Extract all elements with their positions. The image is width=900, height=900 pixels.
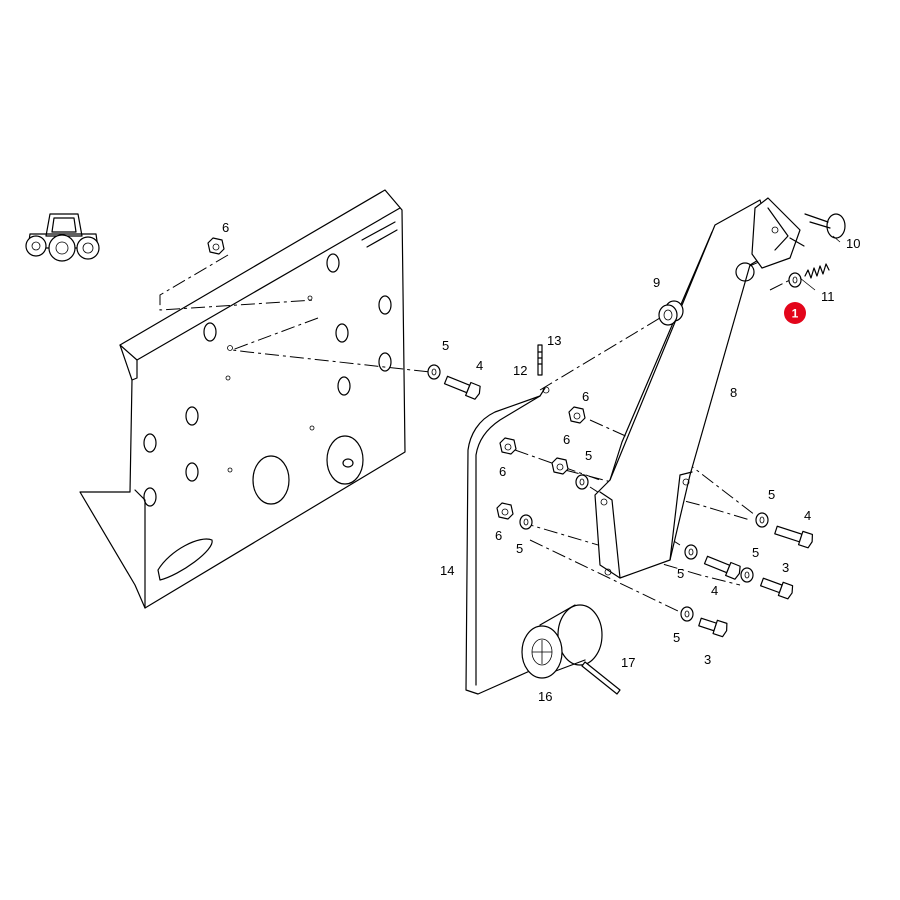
label-4: 4: [476, 358, 483, 373]
label-6: 6: [499, 464, 506, 479]
label-10: 10: [846, 236, 860, 251]
bushing: [658, 300, 684, 326]
label-6: 6: [563, 432, 570, 447]
label-17: 17: [621, 655, 635, 670]
label-16: 16: [538, 689, 552, 704]
part-labels: 6 10 9 11 13 5 4 12 6 8 6 5 6 5 4 6 5 5 …: [222, 220, 860, 704]
clip-pin: [789, 213, 846, 247]
spring: [788, 263, 830, 288]
tractor-icon: [25, 213, 100, 262]
label-3: 3: [704, 652, 711, 667]
label-14: 14: [440, 563, 454, 578]
label-5: 5: [442, 338, 449, 353]
nut-hardware: [207, 237, 586, 520]
label-5: 5: [752, 545, 759, 560]
bolt-hardware: [443, 375, 814, 638]
arm-bracket: [594, 197, 801, 579]
leader-lines: [799, 235, 841, 291]
mounting-plate: [79, 189, 406, 609]
washer-hardware: [427, 364, 769, 622]
label-5: 5: [585, 448, 592, 463]
bent-rod: [465, 386, 550, 695]
callout-badge[interactable]: 1: [784, 302, 806, 324]
label-5: 5: [768, 487, 775, 502]
label-13: 13: [547, 333, 561, 348]
label-12: 12: [513, 363, 527, 378]
callout-badge-number: 1: [792, 307, 799, 321]
pulley: [521, 604, 603, 679]
label-5: 5: [673, 630, 680, 645]
label-9: 9: [653, 275, 660, 290]
label-5: 5: [516, 541, 523, 556]
label-8: 8: [730, 385, 737, 400]
label-5: 5: [677, 566, 684, 581]
label-4: 4: [711, 583, 718, 598]
small-pin: [537, 344, 543, 376]
label-6: 6: [582, 389, 589, 404]
shaft-pin: [581, 661, 621, 695]
label-4: 4: [804, 508, 811, 523]
label-11: 11: [821, 289, 835, 304]
label-6: 6: [222, 220, 229, 235]
label-3: 3: [782, 560, 789, 575]
label-6: 6: [495, 528, 502, 543]
